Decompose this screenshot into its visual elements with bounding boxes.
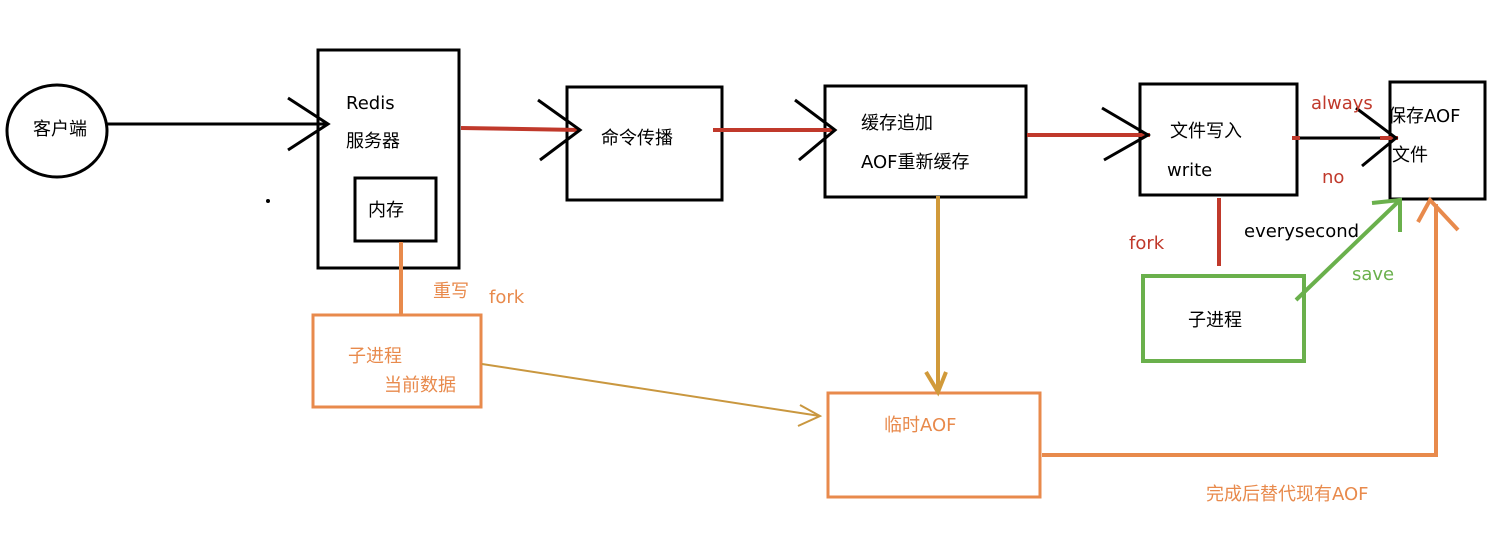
redis-server-box <box>316 48 461 270</box>
cmd-propagate-label: 命令传播 <box>601 128 673 149</box>
memory-label: 内存 <box>368 200 404 221</box>
rewrite-label: 重写 <box>433 281 469 302</box>
arrow-head-green <box>1371 197 1402 232</box>
no-label: no <box>1322 167 1345 188</box>
everysecond-label: everysecond <box>1244 221 1360 242</box>
save-aof-box <box>1388 80 1487 201</box>
child-process-right-box <box>1141 274 1306 363</box>
save-aof-label-line1: 保存AOF <box>1388 106 1461 127</box>
arrow-head-buffer <box>794 98 838 162</box>
fork-left-label: fork <box>489 287 525 308</box>
arrow-head-temp <box>924 370 948 397</box>
save-aof-label-line2: 文件 <box>1392 145 1428 166</box>
child-left-label-line2: 当前数据 <box>384 375 456 396</box>
arrow-head-child-temp <box>797 404 823 427</box>
buffer-box <box>823 84 1028 199</box>
client-node <box>5 83 109 179</box>
buffer-label-line1: 缓存追加 <box>861 113 933 134</box>
replace-path <box>1042 204 1438 457</box>
save-label: save <box>1352 264 1395 285</box>
child-left-label-line1: 子进程 <box>348 346 402 367</box>
child-process-left-box <box>311 313 483 409</box>
arrow-child-to-save <box>1294 198 1402 302</box>
temp-aof-box <box>826 391 1042 499</box>
buffer-label-line2: AOF重新缓存 <box>861 152 970 173</box>
replace-label: 完成后替代现有AOF <box>1206 484 1369 505</box>
file-write-label-line2: write <box>1167 160 1213 181</box>
cmd-propagate-box <box>565 85 724 202</box>
redis-label-line2: 服务器 <box>346 131 400 152</box>
temp-aof-label: 临时AOF <box>884 415 957 436</box>
redis-label-line1: Redis <box>346 93 395 114</box>
client-label: 客户端 <box>33 119 87 140</box>
arrow-child-to-temp <box>481 363 821 417</box>
arrow-head-save <box>1355 106 1399 168</box>
arrow-head-write <box>1101 106 1151 162</box>
file-write-label-line1: 文件写入 <box>1170 121 1242 142</box>
fork-right-label: fork <box>1129 233 1165 254</box>
memory-box <box>353 176 438 243</box>
always-label: always <box>1311 93 1373 114</box>
arrow-head-cmd <box>537 98 583 162</box>
arrow-head-replace <box>1416 196 1460 232</box>
child-right-label: 子进程 <box>1188 310 1242 331</box>
arrow-head-redis <box>287 96 331 152</box>
arrow-redis-to-cmd <box>460 126 581 132</box>
stray-dot <box>266 199 270 203</box>
